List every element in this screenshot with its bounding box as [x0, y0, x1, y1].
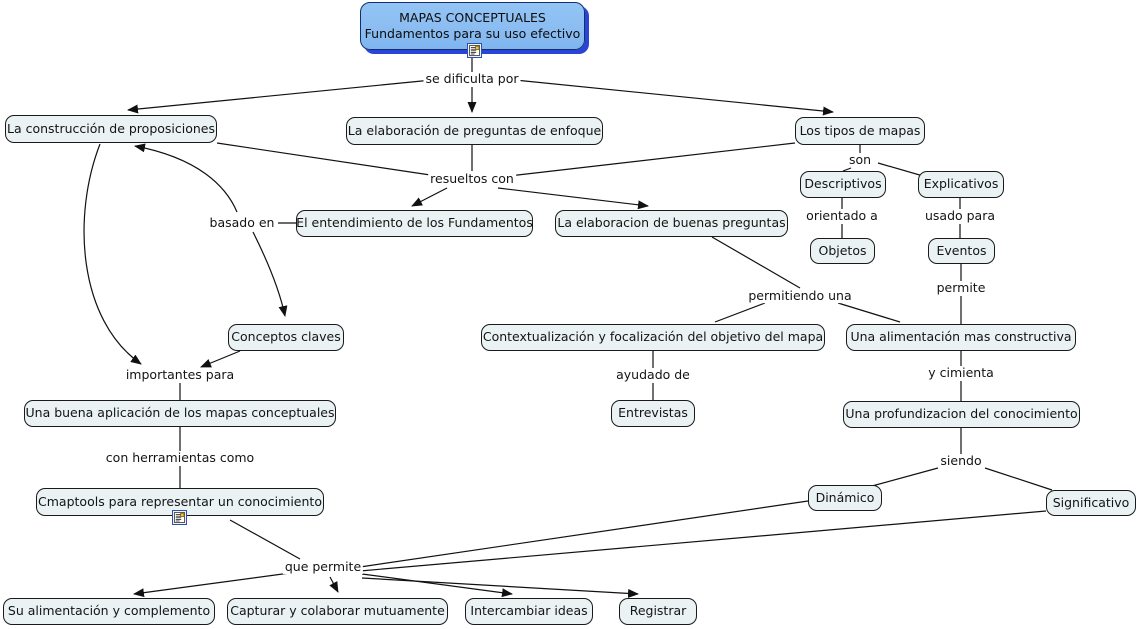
- link-label-text: se dificulta por: [425, 71, 519, 87]
- link-label-text: ayudado de: [616, 367, 690, 383]
- node-label: Entrevistas: [618, 405, 688, 421]
- node-explicativos[interactable]: Explicativos: [918, 171, 1004, 198]
- node-label: Descriptivos: [804, 176, 882, 192]
- edge-siendo-dinamico: [871, 467, 939, 487]
- node-label: Los tipos de mapas: [799, 122, 921, 138]
- edge-permitiendo-alimentacion: [837, 302, 901, 323]
- root-node-title-line2: Fundamentos para su uso efectivo: [364, 26, 581, 41]
- node-label: Conceptos claves: [231, 329, 341, 345]
- node-la-construccion-de-proposiciones[interactable]: La construcción de proposiciones: [5, 115, 217, 143]
- node-entrevistas[interactable]: Entrevistas: [611, 400, 695, 427]
- edge-resueltos-buenaspreguntas: [497, 187, 649, 210]
- link-label-usado-para[interactable]: usado para: [922, 208, 998, 224]
- node-label: Dinámico: [815, 489, 875, 505]
- link-label-text: permitiendo una: [748, 288, 852, 304]
- node-label: Objetos: [818, 242, 867, 258]
- node-objetos[interactable]: Objetos: [810, 238, 875, 264]
- edge-resueltos-entendimiento: [411, 187, 448, 207]
- node-label: Explicativos: [923, 176, 999, 192]
- node-su-alimentacion-y-complemento[interactable]: Su alimentación y complemento: [3, 598, 215, 625]
- edge-conceptos-importantes: [200, 350, 241, 368]
- root-resource-document-icon[interactable]: [467, 43, 482, 58]
- link-label-se-dificulta-por[interactable]: se dificulta por: [423, 71, 521, 87]
- link-label-siendo[interactable]: siendo: [938, 453, 984, 469]
- node-eventos[interactable]: Eventos: [928, 238, 995, 264]
- link-label-permitiendo-una[interactable]: permitiendo una: [746, 288, 854, 304]
- edge-cmaptools-quepermite: [229, 519, 301, 560]
- node-intercambiar-ideas[interactable]: Intercambiar ideas: [465, 598, 593, 625]
- edge-construccion-resueltos: [216, 142, 438, 177]
- edge-sedificulta-construccion: [127, 79, 433, 114]
- node-contextualizacion-y-focalizacion[interactable]: Contextualización y focalización del obj…: [481, 324, 825, 351]
- edge-quepermite-capturar: [329, 576, 339, 593]
- node-capturar-y-colaborar-mutuamente[interactable]: Capturar y colaborar mutuamente: [227, 598, 448, 625]
- root-node-title-line1: MAPAS CONCEPTUALES: [399, 9, 546, 25]
- link-label-text: usado para: [924, 208, 996, 224]
- link-label-text: con herramientas como: [105, 450, 255, 466]
- node-significativo[interactable]: Significativo: [1046, 490, 1136, 516]
- node-el-entendimiento-de-los-fundamentos[interactable]: El entendimiento de los Fundamentos: [296, 210, 533, 237]
- link-label-y-cimienta[interactable]: y cimienta: [926, 366, 996, 380]
- node-registrar[interactable]: Registrar: [619, 598, 697, 625]
- link-label-resueltos-con[interactable]: resueltos con: [428, 172, 516, 186]
- node-label: La elaboración de preguntas de enfoque: [347, 122, 602, 138]
- node-label: El entendimiento de los Fundamentos: [296, 215, 533, 231]
- edge-tipos-resueltos: [508, 142, 796, 177]
- link-label-que-permite[interactable]: que permite: [282, 559, 364, 575]
- edge-significativo-quepermite: [359, 510, 1047, 572]
- link-label-text: basado en: [209, 215, 275, 231]
- node-label: Una buena aplicación de los mapas concep…: [25, 405, 335, 421]
- node-label: Capturar y colaborar mutuamente: [230, 603, 445, 619]
- node-una-profundizacion-del-conocimiento[interactable]: Una profundizacion del conocimiento: [843, 401, 1080, 428]
- edge-quepermite-intercambiar: [361, 573, 513, 598]
- node-label: Registrar: [629, 603, 687, 619]
- node-la-elaboracion-de-preguntas-de-enfoque[interactable]: La elaboración de preguntas de enfoque: [346, 117, 603, 145]
- edge-permitiendo-contextualiza: [714, 302, 766, 323]
- edge-sedificulta-tipos: [514, 79, 834, 116]
- node-una-buena-aplicacion-de-los-mapas-conceptuales[interactable]: Una buena aplicación de los mapas concep…: [24, 400, 336, 427]
- node-descriptivos[interactable]: Descriptivos: [800, 171, 886, 198]
- edge-quepermite-sualimentacion: [133, 572, 291, 598]
- edge-buenaspreguntas-permitiendo: [711, 236, 801, 289]
- node-label: Una alimentación mas constructiva: [850, 329, 1072, 345]
- node-label: Su alimentación y complemento: [7, 603, 211, 619]
- node-label: Significativo: [1052, 494, 1130, 510]
- node-label: Cmaptools para representar un conocimien…: [38, 493, 322, 509]
- root-node-mapas-conceptuales[interactable]: MAPAS CONCEPTUALES Fundamentos para su u…: [360, 2, 585, 50]
- link-label-text: importantes para: [125, 367, 235, 383]
- link-label-text: permite: [936, 280, 986, 296]
- link-label-importantes-para[interactable]: importantes para: [123, 367, 237, 383]
- node-label: Intercambiar ideas: [470, 603, 588, 619]
- node-label: Contextualización y focalización del obj…: [482, 329, 824, 345]
- node-label: La elaboracion de buenas preguntas: [557, 215, 786, 231]
- node-los-tipos-de-mapas[interactable]: Los tipos de mapas: [795, 117, 925, 145]
- link-label-text: orientado a: [806, 208, 878, 224]
- node-label: Eventos: [936, 242, 987, 258]
- edge-construccion-importantes: [83, 143, 142, 365]
- edge-dinamico-quepermite: [359, 500, 809, 568]
- node-la-elaboracion-de-buenas-preguntas[interactable]: La elaboracion de buenas preguntas: [555, 210, 788, 237]
- link-label-ayudado-de[interactable]: ayudado de: [614, 368, 692, 382]
- link-label-text: que permite: [284, 559, 362, 575]
- link-label-text: siendo: [940, 453, 982, 469]
- link-label-text: resueltos con: [430, 171, 514, 187]
- edge-basadoen-conceptos: [252, 231, 288, 317]
- link-label-basado-en[interactable]: basado en: [207, 215, 277, 231]
- link-label-son[interactable]: son: [846, 152, 874, 168]
- node-una-alimentacion-mas-constructiva[interactable]: Una alimentación mas constructiva: [846, 324, 1076, 351]
- cmaptools-resource-document-icon[interactable]: [172, 510, 187, 525]
- link-label-con-herramientas-como[interactable]: con herramientas como: [103, 450, 257, 466]
- link-label-text: y cimienta: [928, 365, 994, 381]
- node-label: Una profundizacion del conocimiento: [845, 406, 1078, 422]
- link-label-permite[interactable]: permite: [934, 280, 988, 296]
- edge-quepermite-registrar: [361, 577, 639, 598]
- edge-basadoen-construccion: [134, 143, 238, 213]
- node-dinamico[interactable]: Dinámico: [808, 485, 882, 511]
- link-label-orientado-a[interactable]: orientado a: [804, 209, 880, 223]
- node-label: La construcción de proposiciones: [7, 120, 216, 136]
- link-label-text: son: [848, 152, 872, 168]
- edge-siendo-significativo: [984, 467, 1053, 491]
- node-conceptos-claves[interactable]: Conceptos claves: [228, 324, 344, 351]
